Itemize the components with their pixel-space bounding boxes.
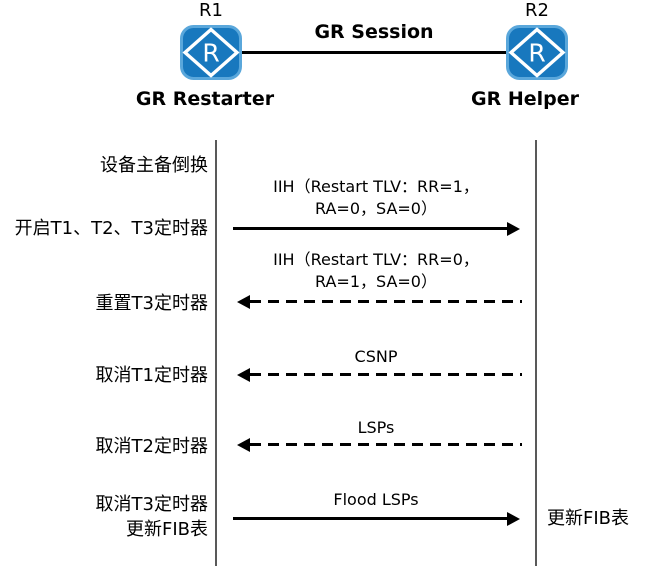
- event-cancel-t3-line: 取消T3定时器: [95, 494, 208, 515]
- gr-session-label: GR Session: [314, 21, 434, 43]
- message-3-line1: CSNP: [354, 347, 398, 366]
- message-4-line1: LSPs: [357, 418, 395, 437]
- event-switchover: 设备主备倒换: [100, 155, 208, 176]
- message-1-line1: IIH（Restart TLV：RR=1，: [273, 177, 479, 196]
- event-cancel-t1: 取消T1定时器: [95, 365, 208, 386]
- lifeline-r1: [215, 140, 217, 566]
- router-letter: R: [202, 39, 219, 68]
- router-r1-name: R1: [199, 0, 223, 21]
- event-r2-update-fib: 更新FIB表: [547, 508, 630, 529]
- message-4-label: LSPs: [231, 417, 521, 439]
- message-1-arrow-right: [233, 221, 520, 236]
- message-1-label: IIH（Restart TLV：RR=1， RA=0，SA=0）: [231, 176, 521, 220]
- lifeline-r2: [535, 140, 537, 566]
- message-2-label: IIH（Restart TLV：RR=0， RA=1，SA=0）: [231, 249, 521, 293]
- router-r2-name: R2: [525, 0, 549, 21]
- message-2-line1: IIH（Restart TLV：RR=0，: [273, 250, 479, 269]
- message-3-arrow-left: [237, 367, 522, 382]
- message-3-label: CSNP: [231, 346, 521, 368]
- message-4-arrow-left: [237, 437, 522, 452]
- event-start-timers: 开启T1、T2、T3定时器: [14, 218, 208, 239]
- router-r1-role: GR Restarter: [135, 88, 275, 110]
- message-1-line2: RA=0，SA=0）: [315, 199, 437, 218]
- message-5-line1: Flood LSPs: [333, 490, 419, 509]
- event-cancel-t2: 取消T2定时器: [95, 436, 208, 457]
- router-r2-role: GR Helper: [471, 88, 579, 110]
- event-reset-t3: 重置T3定时器: [95, 293, 208, 314]
- router-r2-icon: R: [506, 25, 568, 80]
- message-2-line2: RA=1，SA=0）: [315, 272, 437, 291]
- gr-session-link-line: [242, 51, 506, 54]
- event-update-fib-line: 更新FIB表: [125, 519, 208, 540]
- event-cancel-t3-update-fib: 取消T3定时器 更新FIB表: [0, 492, 208, 542]
- router-letter: R: [528, 39, 545, 68]
- message-2-arrow-left: [237, 294, 522, 309]
- message-5-arrow-right: [233, 511, 520, 526]
- message-5-label: Flood LSPs: [231, 489, 521, 511]
- router-r1-icon: R: [180, 25, 242, 80]
